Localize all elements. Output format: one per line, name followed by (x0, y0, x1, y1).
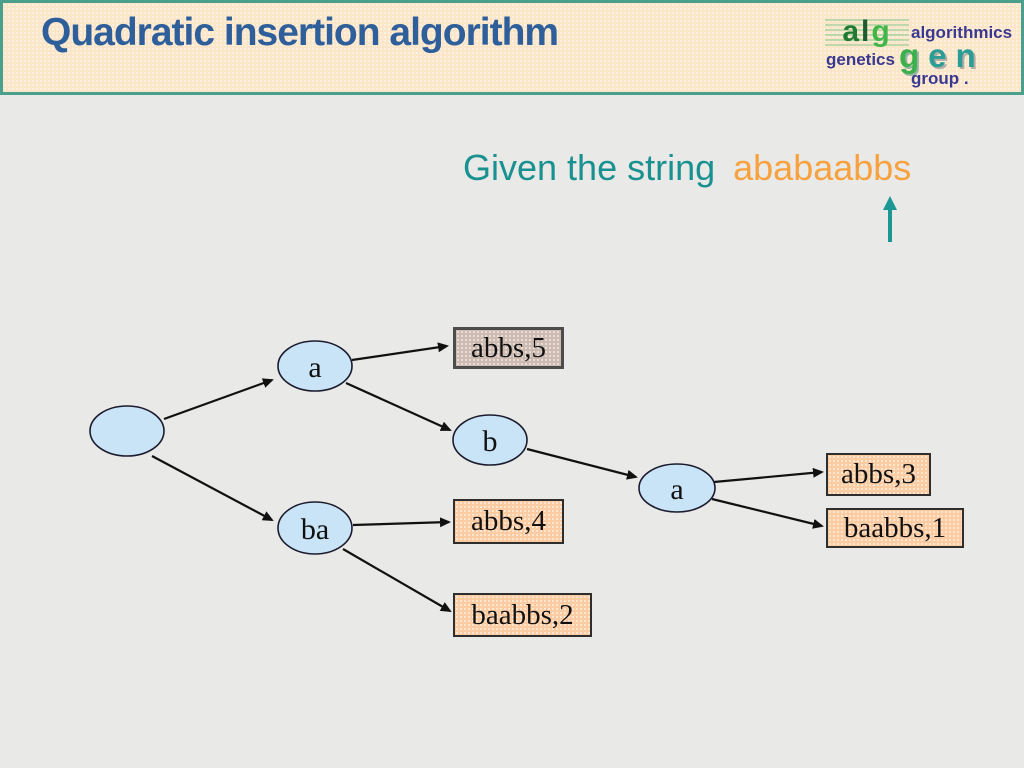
edge-root-to-a (163, 378, 274, 421)
node-root (89, 405, 165, 457)
edge-a-to-baabbs1 (711, 497, 824, 529)
string-position-up-arrow-icon (882, 196, 898, 242)
node-a-label: a (308, 351, 321, 384)
logo-gen-letter-g: g (899, 37, 929, 74)
leaf-box-abbs3: abbs,3 (826, 453, 931, 496)
node-ba-label: ba (301, 513, 329, 546)
edge-ba-to-baabbs2 (342, 548, 452, 613)
node-ba (277, 501, 353, 555)
edge-a-to-b (345, 381, 452, 432)
logo-letter-a: a (842, 15, 861, 48)
logo-gen-letter-e: e (928, 37, 956, 74)
logo-text-group: group . (911, 69, 969, 88)
algen-logo: alg algorithmics genetics gen group . (823, 17, 1019, 89)
header-band: Quadratic insertion algorithm alg algori… (0, 0, 1024, 95)
node-a (277, 340, 353, 392)
node-a-right (638, 463, 716, 513)
logo-alg-wordmark: alg (825, 17, 909, 47)
edge-ba-to-abbs4 (352, 517, 451, 528)
logo-letter-l: l (861, 15, 872, 48)
page-title: Quadratic insertion algorithm (41, 11, 559, 54)
node-b-label: b (483, 425, 498, 458)
node-a-right-label: a (670, 473, 683, 506)
edge-root-to-ba (151, 455, 274, 521)
up-arrow-icon (883, 196, 897, 242)
leaf-box-baabbs1: baabbs,1 (826, 508, 964, 548)
node-b (452, 414, 528, 466)
caption-string: ababaabbs (733, 147, 912, 188)
logo-gen-letter-n: n (955, 37, 985, 74)
leaf-box-baabbs2: baabbs,2 (453, 593, 592, 637)
logo-text-algorithmics: algorithmics (911, 23, 1013, 42)
logo-gen-wordmark: gen (899, 37, 985, 75)
leaf-box-abbs5: abbs,5 (453, 327, 564, 369)
up-arrow-shaft (888, 209, 892, 242)
edge-a-to-abbs3 (713, 467, 824, 484)
caption-prefix: Given the string (463, 147, 716, 188)
up-arrow-head (883, 196, 897, 210)
caption-line: Given the string ababaabbs (463, 147, 911, 189)
edge-b-to-a (526, 447, 638, 480)
leaf-box-abbs4: abbs,4 (453, 499, 564, 544)
logo-letter-g: g (871, 15, 892, 48)
edge-a-to-abbs5 (351, 342, 449, 362)
logo-text-genetics: genetics (826, 50, 895, 69)
